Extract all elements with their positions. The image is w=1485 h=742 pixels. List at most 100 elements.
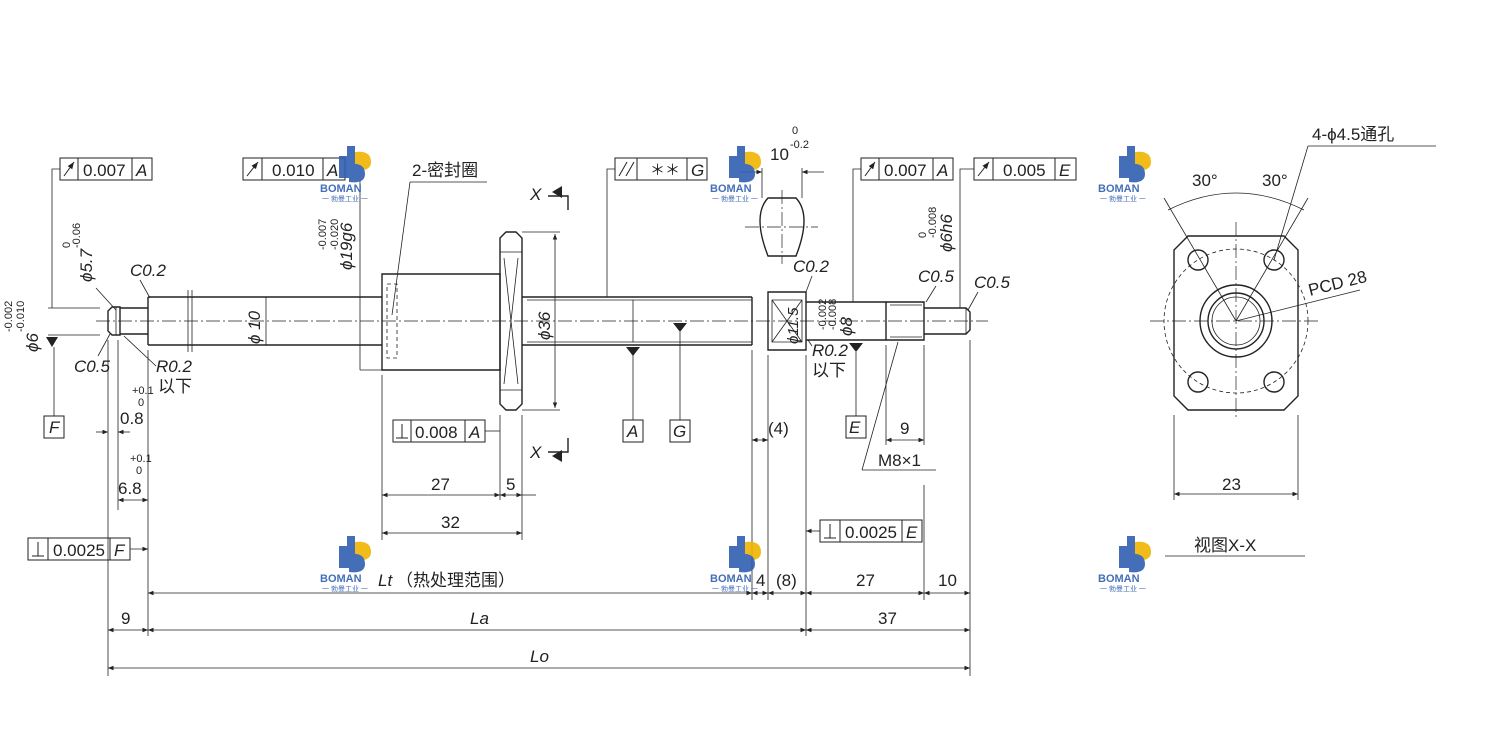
keyway-view: 10 0 -0.2: [740, 125, 824, 264]
tol-datum: A: [326, 161, 338, 180]
svg-text:0: 0: [61, 242, 73, 248]
tol-frame-flange-perp: 0.008 A: [392, 419, 500, 443]
holes-label: 4-ϕ4.5通孔: [1312, 125, 1394, 144]
dim-4-paren: (4): [768, 419, 789, 438]
svg-text:-0.002: -0.002: [3, 301, 15, 332]
datum-f: F: [43, 347, 65, 439]
svg-text:-0.06: -0.06: [71, 223, 83, 248]
dim-lt: Lt: [378, 571, 393, 590]
dim-10: 10: [938, 571, 957, 590]
dim-9-thread: 9: [900, 419, 909, 438]
view-caption: 视图X-X: [1194, 536, 1256, 555]
dim-lt-note: （热处理范围）: [396, 571, 515, 590]
svg-text:-0.020: -0.020: [329, 219, 341, 250]
tol-value: 0.007: [83, 161, 126, 180]
tol-datum: E: [906, 523, 918, 542]
svg-text:F: F: [49, 418, 61, 437]
svg-text:一 勃曼工业 一: 一 勃曼工业 一: [1100, 194, 1146, 203]
dim-9: 9: [121, 609, 130, 628]
phi6-label: ϕ6: [23, 333, 42, 352]
svg-text:X: X: [529, 185, 542, 204]
phi36-label: ϕ36: [535, 311, 554, 340]
svg-text:-0.002: -0.002: [817, 299, 829, 330]
width-23: 23: [1222, 475, 1241, 494]
keyway-tol-upper: 0: [792, 125, 798, 137]
svg-text:一 勃曼工业 一: 一 勃曼工业 一: [322, 194, 368, 203]
svg-text:以下: 以下: [812, 361, 846, 380]
svg-text:X: X: [529, 443, 542, 462]
tol-value: 0.0025: [845, 523, 897, 542]
tol-value: 0.010: [272, 161, 315, 180]
angle-left: 30°: [1192, 171, 1218, 190]
tol-datum: A: [135, 161, 147, 180]
dim-4: 4: [756, 571, 765, 590]
tol-frame-left-runout: 0.007 A: [46, 157, 153, 347]
chamfer-labels: C0.2 C0.5 R0.2 以下 C0.2 C0.5 C0.5 R0.2 以下…: [74, 161, 1010, 471]
tol-value: 0.0025: [53, 541, 105, 560]
svg-text:以下: 以下: [158, 377, 192, 396]
tol-frame-perp-e: 0.0025 E: [806, 519, 923, 543]
tol-frame-g19-runout: 0.010 A: [242, 157, 361, 274]
tol-datum: F: [114, 541, 126, 560]
dimension-lines: 0.8 +0.1 0 6.8 +0.1 0 27 5 32 (4) 9 Lt （…: [96, 340, 971, 676]
svg-text:-0.008: -0.008: [827, 299, 839, 330]
tol-datum: A: [468, 423, 480, 442]
keyway-tol-lower: -0.2: [790, 139, 809, 151]
svg-text:BOMAN: BOMAN: [710, 183, 752, 195]
dim-32: 32: [441, 513, 460, 532]
svg-text:0: 0: [136, 465, 142, 477]
tol-datum: E: [1059, 161, 1071, 180]
svg-text:R0.2: R0.2: [156, 357, 192, 376]
svg-text:A: A: [626, 422, 638, 441]
tol-value: 0.007: [884, 161, 927, 180]
svg-text:0: 0: [917, 232, 929, 238]
tol-datum: G: [691, 161, 704, 180]
datum-g: G: [669, 323, 691, 443]
pcd-label: PCD 28: [1306, 267, 1368, 300]
seal-label: 2-密封圈: [412, 161, 478, 180]
svg-text:BOMAN: BOMAN: [1098, 573, 1140, 585]
section-mark-bottom: X: [529, 438, 569, 462]
keyway-width: 10: [770, 145, 789, 164]
thread-label: M8×1: [878, 451, 921, 470]
svg-text:BOMAN: BOMAN: [320, 573, 362, 585]
svg-text:BOMAN: BOMAN: [710, 573, 752, 585]
shaft-outline: [96, 231, 988, 411]
angle-right: 30°: [1262, 171, 1288, 190]
svg-text:BOMAN: BOMAN: [320, 183, 362, 195]
tol-datum: A: [936, 161, 948, 180]
dim-27: 27: [856, 571, 875, 590]
phi115-label: ϕ11.5: [785, 307, 802, 344]
section-view: 4-ϕ4.5通孔 30° 30° PCD 28 23 视图X-X: [1150, 125, 1436, 557]
diameter-labels: ϕ6 -0.002 -0.010 ϕ5.7 0 -0.06 ϕ19g6 -0.0…: [3, 207, 956, 411]
svg-text:-0.010: -0.010: [15, 301, 27, 332]
datum-a: A: [622, 300, 644, 443]
dim-8-paren: (8): [776, 571, 797, 590]
svg-text:R0.2: R0.2: [812, 341, 848, 360]
svg-text:BOMAN: BOMAN: [1098, 183, 1140, 195]
dim-lo: Lo: [530, 647, 549, 666]
phi19-label: ϕ19g6: [337, 222, 356, 270]
svg-text:一 勃曼工业 一: 一 勃曼工业 一: [712, 584, 758, 593]
svg-text:G: G: [673, 422, 686, 441]
dim-27-nut: 27: [431, 475, 450, 494]
phi8-label: ϕ8: [837, 317, 856, 336]
tol-frame-right-runout: 0.007 A: [852, 157, 954, 302]
dim-la: La: [470, 609, 489, 628]
tol-value: 0.008: [415, 423, 458, 442]
tol-frame-perp-f: 0.0025 F: [27, 537, 148, 561]
section-mark-top: X: [529, 185, 569, 210]
svg-text:+0.1: +0.1: [132, 385, 154, 397]
svg-text:C0.5: C0.5: [974, 273, 1010, 292]
svg-text:C0.2: C0.2: [793, 257, 829, 276]
svg-text:一 勃曼工业 一: 一 勃曼工业 一: [322, 584, 368, 593]
svg-text:E: E: [849, 418, 861, 437]
tol-value: 0.005: [1003, 161, 1046, 180]
svg-text:一 勃曼工业 一: 一 勃曼工业 一: [712, 194, 758, 203]
svg-text:0: 0: [138, 397, 144, 409]
svg-text:C0.2: C0.2: [130, 261, 166, 280]
svg-text:+0.1: +0.1: [130, 453, 152, 465]
dim-0-8: 0.8: [120, 409, 144, 428]
svg-text:C0.5: C0.5: [74, 357, 110, 376]
